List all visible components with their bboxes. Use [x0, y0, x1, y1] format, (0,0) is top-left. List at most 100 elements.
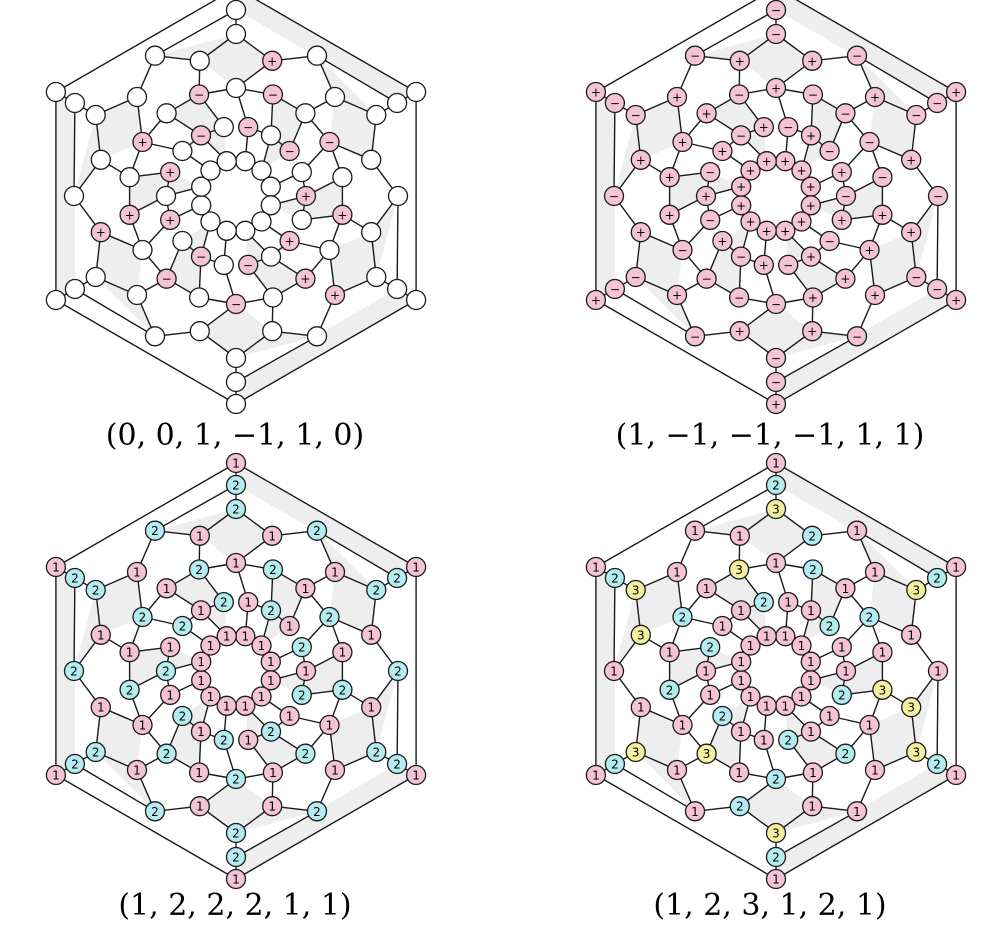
node-label: +: [745, 164, 755, 178]
graph-node: 2: [172, 705, 193, 727]
node-label: 1: [807, 725, 815, 739]
node-label: 1: [719, 620, 727, 634]
node-label: +: [677, 136, 687, 150]
node-label: 1: [679, 719, 687, 733]
graph-node: 1: [791, 635, 812, 656]
graph-node: [85, 104, 106, 126]
graph-node: 3: [728, 559, 750, 580]
panel-1: ++++++−−−−−−−−−−−−−−−−−−+++++++++++++−−−…: [540, 0, 1002, 415]
graph-node: 1: [731, 670, 752, 691]
node-label: 3: [735, 563, 743, 577]
graph-node: +: [791, 160, 812, 181]
graph-node: 1: [251, 635, 272, 656]
graph-node: 1: [405, 764, 427, 786]
graph-node: 1: [585, 556, 607, 578]
graph-node: 1: [260, 670, 281, 691]
graph-node: 1: [45, 556, 67, 578]
graph-node: [200, 160, 221, 181]
graph-node: 2: [802, 525, 823, 546]
graph-node: [188, 287, 210, 308]
node-label: 2: [298, 688, 306, 702]
graph-node: [260, 125, 282, 146]
graph-node: 2: [144, 520, 166, 541]
node-label: 1: [52, 561, 60, 575]
node-label: 1: [139, 719, 147, 733]
graph-node: −: [819, 230, 840, 252]
graph-node: −: [765, 23, 787, 45]
graph-node: 1: [319, 714, 340, 736]
node-label: 2: [838, 688, 846, 702]
node-label: 3: [912, 584, 920, 598]
node-label: 1: [133, 764, 141, 778]
node-label: −: [196, 250, 206, 264]
graph-edge: [595, 462, 777, 568]
graph-edge: [775, 335, 858, 383]
graph-node: 1: [200, 686, 221, 707]
node-label: 3: [703, 747, 711, 761]
node-label: +: [672, 91, 682, 105]
graph-face: [869, 196, 938, 295]
graph-node: 2: [156, 743, 177, 764]
graph-node: 1: [729, 525, 750, 546]
node-label: +: [591, 294, 601, 308]
node-label: 2: [267, 604, 275, 618]
graph-node: [225, 0, 247, 21]
node-label: +: [735, 325, 745, 339]
node-label: −: [852, 49, 862, 63]
node-label: −: [771, 28, 781, 42]
node-label: +: [806, 180, 816, 194]
graph-node: [225, 23, 247, 45]
node-label: −: [933, 190, 943, 204]
node-label: 1: [166, 641, 174, 655]
node-label: 1: [871, 566, 879, 580]
node-label: +: [780, 224, 790, 238]
node-label: 1: [842, 665, 850, 679]
graph-node: 1: [188, 762, 210, 783]
node-label: 2: [808, 529, 816, 543]
graph-node: 2: [831, 684, 852, 706]
graph-node: 1: [361, 697, 382, 718]
node-label: 1: [673, 764, 681, 778]
graph-node: 3: [696, 743, 717, 764]
node-label: −: [932, 97, 942, 111]
graph-nodes: +++−−++−−++−−−++−−++−: [45, 0, 427, 415]
node-label: 1: [133, 566, 141, 580]
graph-node: 3: [765, 822, 787, 844]
node-label: 2: [126, 683, 134, 697]
graph-node: +: [802, 287, 824, 308]
graph-node: 1: [191, 651, 212, 672]
graph-node: [225, 347, 247, 369]
node-label: 1: [196, 529, 204, 543]
graph-node: 1: [672, 714, 693, 736]
graph-edge: [614, 763, 696, 812]
caption-3: (1, 2, 3, 1, 2, 1): [653, 888, 887, 923]
node-label: 1: [302, 665, 310, 679]
node-label: 3: [879, 683, 887, 697]
node-label: −: [609, 190, 619, 204]
graph-node: +: [800, 195, 821, 216]
graph-node: 2: [306, 520, 328, 541]
node-label: +: [906, 153, 916, 167]
node-label: 1: [772, 873, 780, 887]
node-label: 1: [853, 524, 861, 538]
graph-node: 1: [238, 729, 259, 751]
node-label: 1: [163, 582, 171, 596]
node-label: +: [745, 215, 755, 229]
graph-node: −: [926, 278, 948, 300]
graph-node: +: [332, 204, 353, 225]
graph-node: −: [778, 254, 799, 276]
graph-node: +: [659, 204, 680, 225]
node-label: 2: [326, 611, 334, 625]
node-label: 2: [772, 851, 780, 865]
graph-node: −: [238, 116, 259, 138]
graph-node: 1: [778, 591, 799, 613]
graph-node: −: [238, 254, 259, 276]
graph-node: 1: [295, 578, 316, 599]
graph-node: 1: [189, 796, 210, 817]
node-label: −: [932, 283, 942, 297]
node-label: 1: [666, 646, 674, 660]
graph-node: 2: [778, 729, 799, 751]
graph-node: 1: [864, 561, 886, 583]
graph-node: [251, 211, 272, 232]
graph-node: +: [279, 230, 300, 252]
